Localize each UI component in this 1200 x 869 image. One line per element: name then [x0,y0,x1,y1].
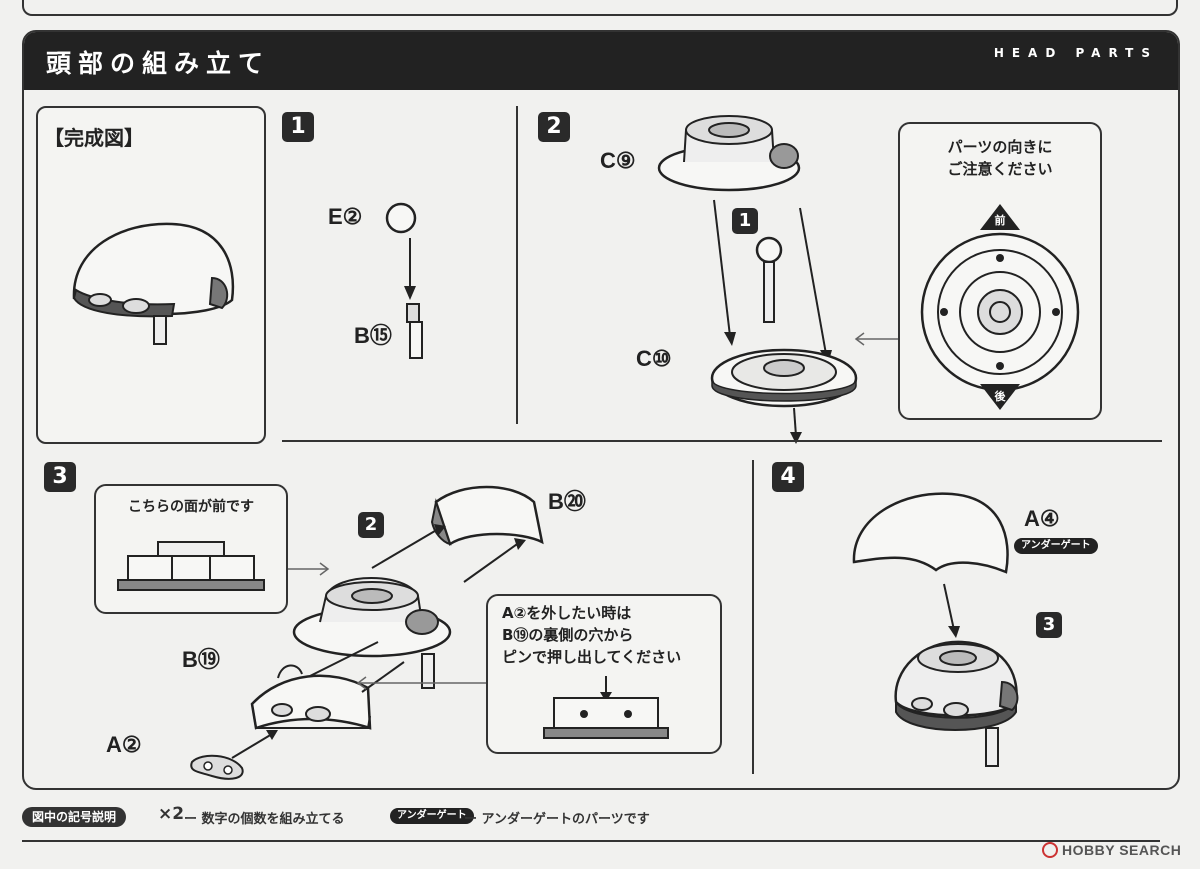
legend-under-gate-badge: アンダーゲート [390,808,474,824]
step-2-illustration [657,115,858,444]
section-title-en: HEAD PARTS [993,46,1158,60]
step-2-badge: 2 [538,112,570,142]
step-3-badge: 3 [44,462,76,492]
front-side-note-text: こちらの面が前です [128,499,254,515]
remove-note-arrow-icon [356,676,486,690]
step-2-ref-badge: 1 [732,208,758,234]
back-label: 後 [995,389,1007,403]
part-label-c10: C⑩ [636,346,672,371]
orientation-note-text: パーツの向きに ご注意ください [947,138,1053,178]
section-header: 頭部の組み立て HEAD PARTS [24,32,1178,90]
watermark: HOBBY SEARCH [1042,842,1181,858]
step-4-badge: 4 [772,462,804,492]
front-side-diagram [117,541,265,591]
legend-under-gate-desc: ー アンダーゲートのパーツです [464,812,650,827]
part-label-b19: B⑲ [182,647,220,672]
step-3-ref-badge: 2 [358,512,384,538]
part-label-e2: E② [328,204,363,229]
front-side-note-box: こちらの面が前です [94,484,288,614]
top-frame-edge [22,0,1178,16]
legend-pill: 図中の記号説明 [22,807,127,827]
part-label-b15: B⑮ [354,323,392,348]
watermark-text: HOBBY SEARCH [1062,842,1182,858]
remove-note-text: A②を外したい時は B⑲の裏側の穴から ピンで押し出してください [502,604,682,666]
part-label-a2: A② [106,732,142,757]
front-side-arrow-icon [288,562,330,576]
orientation-note-box: パーツの向きに ご注意ください 前 後 [898,122,1102,420]
step-4-illustration [852,492,1019,767]
bottom-rule [22,840,1160,842]
divider-step3-step4 [752,460,754,774]
divider-step1-step2 [516,106,518,424]
remove-note-box: A②を外したい時は B⑲の裏側の穴から ピンで押し出してください [486,594,722,754]
completed-view-box: 【完成図】 [36,106,266,444]
legend-x2: ×2 [158,804,185,824]
part-label-c9: C⑨ [600,148,636,173]
remove-pin-diagram [543,676,669,739]
divider-horizontal [282,440,1162,442]
under-gate-badge: アンダーゲート [1014,538,1098,554]
watermark-logo-icon [1042,842,1058,858]
front-label: 前 [995,213,1006,227]
section-title-jp: 頭部の組み立て [46,49,271,78]
completed-view-label: 【完成図】 [44,126,144,150]
view-arrow-icon [854,332,900,346]
part-label-b20: B⑳ [548,489,586,514]
step-1-illustration [385,202,423,359]
head-parts-panel: 頭部の組み立て HEAD PARTS 【完成図】 1 E② B⑮ 2 C⑨ C⑩… [22,30,1180,790]
step-1-badge: 1 [282,112,314,142]
step-3-illustration [190,485,544,780]
legend-x2-desc: ー 数字の個数を組み立てる [184,812,345,827]
step-4-ref-badge: 3 [1036,612,1062,638]
part-label-a4: A④ [1024,506,1060,531]
orientation-diagram: 前 後 [920,204,1080,410]
completed-head-illustration [72,222,235,345]
